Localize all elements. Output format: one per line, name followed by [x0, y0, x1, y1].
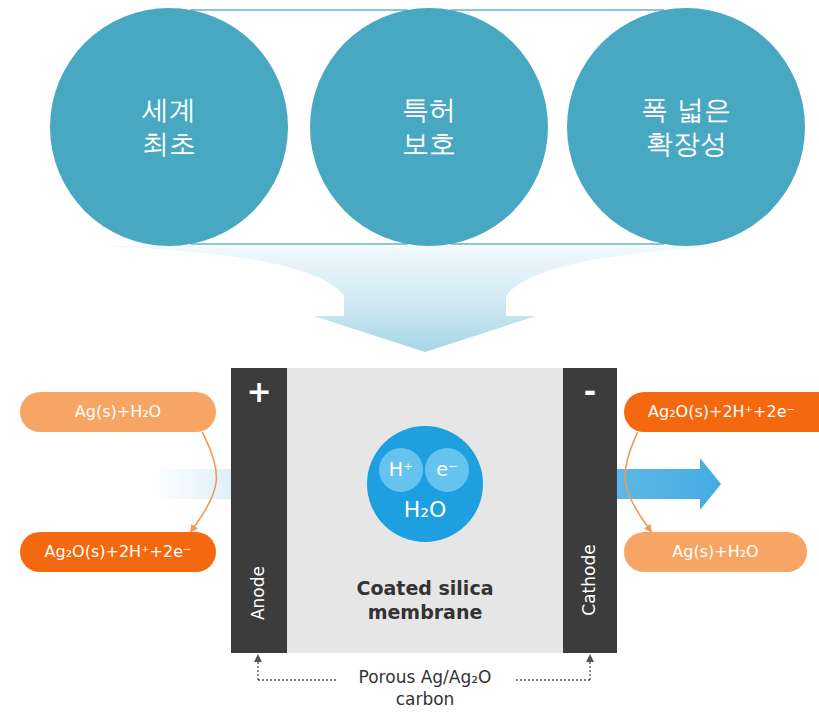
inner-circle: [379, 448, 423, 492]
circle-title: 세계 최초: [117, 93, 221, 161]
reaction-text: Ag(s)+H₂O: [75, 402, 161, 422]
reaction-pill: Ag(s)+H₂O: [20, 392, 216, 432]
membrane-box: Coated silica membrane H⁺ e⁻ H₂O: [287, 368, 563, 653]
leader-line: [514, 656, 590, 680]
ion-circle: H⁺ e⁻ H₂O: [367, 426, 483, 542]
membrane-name: Coated silica membrane: [340, 577, 510, 625]
circle-title: 특허 보호: [377, 93, 481, 161]
reaction-arrow: [191, 432, 217, 532]
circle-title: 폭 넓은 확장성: [634, 93, 738, 161]
electrode-name: Cathode: [579, 544, 600, 615]
reaction-arrow: [625, 432, 651, 532]
feature-circle: 특허 보호: [310, 8, 548, 246]
feature-circle-outline: [310, 8, 548, 246]
link-line: [451, 9, 665, 10]
reaction-pill: Ag(s)+H₂O: [624, 532, 807, 572]
anode-electrode: + Anode: [231, 368, 287, 653]
ion-circle-outline: [367, 426, 483, 542]
electrode-name: Anode: [248, 566, 269, 620]
water-symbol: H₂O: [404, 496, 447, 524]
feature-circle: 세계 최초: [50, 8, 288, 246]
link-line: [191, 243, 408, 244]
reaction-text: Ag₂O(s)+2H⁺+2e⁻: [648, 402, 795, 422]
link-line: [191, 9, 408, 10]
material-label: Porous Ag/Ag₂O carbon: [340, 666, 510, 710]
electron-symbol: e⁻: [436, 458, 458, 482]
reaction-pill: Ag₂O(s)+2H⁺+2e⁻: [624, 392, 819, 432]
circle-fill: [367, 426, 483, 542]
link-line: [451, 243, 665, 244]
polarity-sign: -: [584, 373, 596, 411]
feature-circle: 폭 넓은 확장성: [567, 8, 805, 246]
funnel-shape: [95, 246, 735, 352]
reaction-text: Ag(s)+H₂O: [672, 542, 758, 562]
feature-circle-outline: [567, 8, 805, 246]
circle-fill: [50, 8, 288, 246]
leader-arrowhead: [586, 654, 594, 662]
circle-fill: [567, 8, 805, 246]
leader-arrowhead: [254, 654, 262, 662]
inner-circle: [425, 448, 469, 492]
circle-fill: [310, 8, 548, 246]
ion-symbol: H⁺: [389, 458, 413, 482]
reaction-text: Ag₂O(s)+2H⁺+2e⁻: [45, 542, 192, 562]
cathode-electrode: - Cathode: [563, 368, 617, 653]
feature-circle-outline: [50, 8, 288, 246]
reaction-pill: Ag₂O(s)+2H⁺+2e⁻: [20, 532, 216, 572]
polarity-sign: +: [246, 373, 271, 411]
leader-line: [258, 656, 336, 680]
